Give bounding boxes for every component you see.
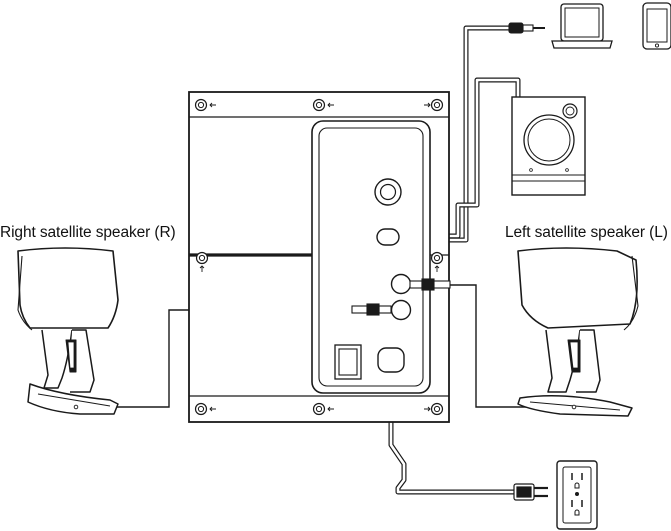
power-cord [388, 370, 516, 495]
aux-speaker-cable [398, 77, 521, 239]
power-plug-icon [513, 483, 548, 501]
right-speaker-label: Right satellite speaker (R) [0, 224, 176, 241]
smartphone-icon [642, 2, 671, 50]
aux-speaker-icon [511, 96, 586, 196]
arrow-marks [199, 102, 440, 412]
rca-plug-icon [409, 278, 451, 291]
rca-plug-icon [351, 303, 392, 316]
left-speaker-label: Left satellite speaker (L) [505, 224, 668, 241]
wall-outlet-icon [556, 460, 598, 530]
left-satellite-speaker [517, 247, 639, 417]
laptop-icon [551, 3, 613, 49]
subwoofer-rear-panel [188, 91, 450, 423]
right-satellite-speaker [17, 247, 119, 415]
audio-jack-icon [508, 22, 545, 34]
